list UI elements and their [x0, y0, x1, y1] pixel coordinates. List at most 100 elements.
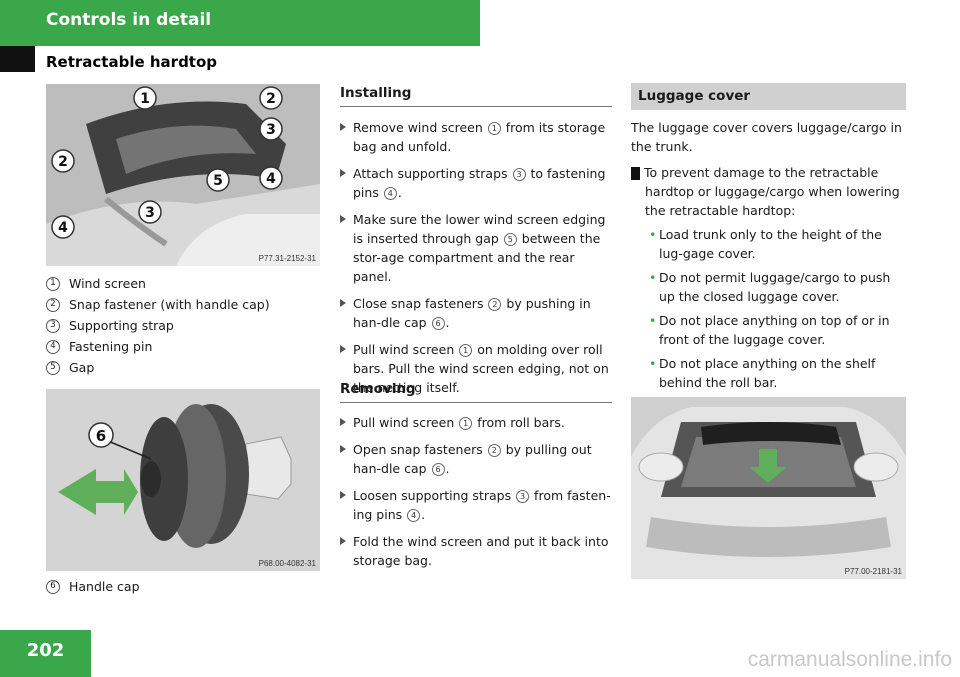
luggage-heading: Luggage cover: [631, 83, 906, 110]
callout-4: 4: [266, 171, 276, 187]
step-item: Close snap fasteners 2 by pushing in han…: [340, 294, 612, 332]
bullet-item: •Do not permit luggage/cargo to push up …: [631, 268, 906, 306]
warning-block: ! To prevent damage to the retractable ha…: [626, 163, 906, 220]
callout-3: 3: [266, 122, 276, 138]
legend-item: 6 Handle cap: [46, 576, 140, 597]
bullet-text: Do not permit luggage/cargo to push up t…: [659, 270, 891, 304]
figure-code: P77.31-2152-31: [258, 254, 316, 263]
step-text: from roll bars.: [473, 415, 565, 430]
step-text: to fastening pins: [353, 166, 606, 200]
installing-section: Installing Remove wind screen 1 from its…: [340, 84, 612, 405]
page-number: 202: [26, 640, 65, 661]
inline-number: 6: [431, 317, 445, 330]
legend-number: 1: [46, 276, 60, 291]
step-text: Close snap fasteners: [353, 296, 488, 311]
inline-number: 6: [431, 463, 445, 476]
chapter-title: Controls in detail: [46, 10, 212, 30]
figure-code: P77.00-2181-31: [844, 567, 902, 576]
legend-text: Snap fastener (with handle cap): [69, 297, 270, 312]
section-marker: [0, 46, 35, 72]
section-title: Retractable hardtop: [46, 53, 218, 71]
bullet-item: •Load trunk only to the height of the lu…: [631, 225, 906, 263]
arrow-icon: [340, 123, 346, 131]
figure-legend-2: 6 Handle cap: [46, 576, 140, 597]
step-item: Pull wind screen 1 from roll bars.: [340, 413, 612, 432]
step-text: Remove wind screen: [353, 120, 487, 135]
removing-heading: Removing: [340, 380, 612, 403]
luggage-intro: The luggage cover covers luggage/cargo i…: [631, 120, 902, 154]
step-text: Attach supporting straps: [353, 166, 512, 181]
step-text: between the stor-age compartment and the…: [353, 231, 601, 284]
arrow-icon: [340, 169, 346, 177]
bullet-text: Do not place anything on top of or in fr…: [659, 313, 890, 347]
legend-number: 4: [46, 339, 60, 354]
bullet-icon: •: [649, 356, 657, 371]
inline-number: 2: [488, 298, 502, 311]
warning-text: To prevent damage to the retractable har…: [644, 165, 900, 218]
arrow-icon: [340, 418, 346, 426]
legend-text: Wind screen: [69, 276, 146, 291]
callout-2b: 2: [58, 154, 68, 170]
step-text: .: [421, 507, 426, 522]
step-text: Make sure the lower wind screen edging i…: [353, 212, 606, 246]
step-item: Fold the wind screen and put it back int…: [340, 532, 612, 570]
legend-item: 1 Wind screen: [46, 273, 270, 294]
bullet-item: •Do not place anything on top of or in f…: [631, 311, 906, 349]
handle-cap-figure: 6 P68.00-4082-31: [46, 389, 320, 571]
step-text: Pull wind screen: [353, 342, 459, 357]
step-text: Loosen supporting straps: [353, 488, 516, 503]
bullet-icon: •: [649, 270, 657, 285]
bullet-icon: •: [649, 227, 657, 242]
legend-text: Handle cap: [69, 579, 140, 594]
watermark: carmanualsonline.info: [747, 648, 952, 671]
legend-number: 5: [46, 360, 60, 375]
arrow-icon: [340, 345, 346, 353]
inline-number: 5: [503, 233, 517, 246]
figure-code: P68.00-4082-31: [258, 559, 316, 568]
step-text: on molding over roll bars. Pull the wind…: [353, 342, 609, 395]
inline-number: 4: [383, 187, 397, 200]
removing-section: Removing Pull wind screen 1 from roll ba…: [340, 380, 612, 578]
step-item: Attach supporting straps 3 to fastening …: [340, 164, 612, 202]
legend-item: 5 Gap: [46, 357, 270, 378]
callout-4b: 4: [58, 220, 68, 236]
trunk-figure: P77.00-2181-31: [631, 397, 906, 579]
step-text: from its storage bag and unfold.: [353, 120, 606, 154]
arrow-icon: [340, 491, 346, 499]
step-text: .: [445, 315, 450, 330]
page-number-box: [0, 630, 91, 677]
legend-text: Fastening pin: [69, 339, 153, 354]
callout-6: 6: [96, 427, 106, 445]
step-item: Loosen supporting straps 3 from fasten-i…: [340, 486, 612, 524]
bullet-icon: •: [649, 313, 657, 328]
handle-cap-illustration: 6: [46, 389, 320, 571]
inline-number: 2: [487, 444, 501, 457]
step-item: Remove wind screen 1 from its storage ba…: [340, 118, 612, 156]
inline-number: 3: [516, 490, 530, 503]
step-text: from fasten-ing pins: [353, 488, 611, 522]
chapter-bar: [0, 0, 480, 46]
inline-number: 3: [512, 168, 526, 181]
step-text: .: [397, 185, 402, 200]
step-item: Open snap fasteners 2 by pulling out han…: [340, 440, 612, 478]
legend-text: Gap: [69, 360, 95, 375]
bullet-item: •Do not place anything on the shelf behi…: [631, 354, 906, 392]
legend-number: 2: [46, 297, 60, 312]
legend-item: 4 Fastening pin: [46, 336, 270, 357]
step-item: Pull wind screen 1 on molding over roll …: [340, 340, 612, 397]
arrow-icon: [340, 299, 346, 307]
installing-heading: Installing: [340, 84, 612, 107]
callout-2: 2: [266, 91, 276, 107]
bullet-text: Load trunk only to the height of the lug…: [659, 227, 882, 261]
callout-3b: 3: [145, 205, 155, 221]
arrow-icon: [340, 215, 346, 223]
arrow-icon: [340, 445, 346, 453]
legend-text: Supporting strap: [69, 318, 174, 333]
inline-number: 4: [407, 509, 421, 522]
warning-icon: !: [626, 167, 640, 180]
step-text: Pull wind screen: [353, 415, 459, 430]
legend-number: 6: [46, 579, 60, 594]
